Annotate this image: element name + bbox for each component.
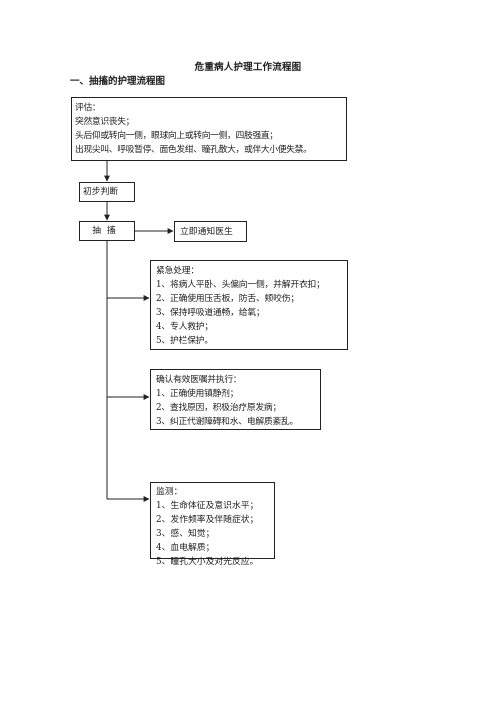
notify-doctor-label: 立即通知医生 — [180, 227, 233, 237]
monitor-line: 1、生命体征及意识水平； — [156, 501, 259, 511]
confirm-line: 1、正确使用镇静剂； — [156, 389, 239, 399]
emergency-line: 1、将病人平卧、头偏向一侧，并解开衣扣； — [156, 280, 325, 290]
monitor-line: 监测： — [156, 487, 183, 497]
monitor-line: 5、瞳孔大小及对光反应。 — [156, 557, 259, 567]
assessment-line: 评估： — [75, 103, 101, 113]
confirm-orders-box: 确认有效医嘱并执行： 1、正确使用镇静剂； 2、查找原因，积极治疗原发病； 3、… — [150, 369, 321, 430]
convulsion-box: 抽搐 — [79, 221, 135, 241]
section-heading: 一、抽搐的护理流程图 — [70, 76, 166, 87]
assessment-line: 头后仰或转向一侧，眼球向上或转向一侧，四肢强直； — [75, 131, 278, 141]
assessment-line: 出现尖叫、呼吸暂停、面色发绀、瞳孔散大，或伴大小便失禁。 — [75, 145, 312, 155]
confirm-line: 确认有效医嘱并执行： — [156, 375, 242, 385]
notify-doctor-box: 立即通知医生 — [174, 221, 247, 242]
initial-judgment-box: 初步判断 — [79, 182, 135, 202]
initial-judgment-label: 初步判断 — [83, 187, 119, 197]
monitor-line: 2、发作频率及伴随症状； — [156, 515, 259, 525]
confirm-line: 3、纠正代谢障碍和水、电解质紊乱。 — [156, 417, 299, 427]
convulsion-label: 抽搐 — [92, 226, 122, 236]
emergency-line: 5、护栏保护。 — [156, 336, 213, 346]
assessment-line: 突然意识丧失； — [75, 117, 135, 127]
page-title: 危重病人护理工作流程图 — [194, 62, 302, 73]
monitor-line: 3、感、知觉； — [156, 529, 215, 539]
monitoring-box: 监测： 1、生命体征及意识水平； 2、发作频率及伴随症状； 3、感、知觉； 4、… — [150, 482, 275, 567]
emergency-line: 紧急处理： — [156, 266, 199, 276]
emergency-treatment-box: 紧急处理： 1、将病人平卧、头偏向一侧，并解开衣扣； 2、正确使用压舌板，防舌、… — [150, 260, 348, 350]
monitor-line: 4、血电解质； — [156, 543, 215, 553]
emergency-line: 3、保持呼吸道通畅，给氧； — [156, 308, 265, 318]
emergency-line: 2、正确使用压舌板，防舌、颊咬伤； — [156, 294, 299, 304]
confirm-line: 2、查找原因，积极治疗原发病； — [156, 403, 282, 413]
assessment-box: 评估： 突然意识丧失； 头后仰或转向一侧，眼球向上或转向一侧，四肢强直； 出现尖… — [71, 97, 347, 161]
emergency-line: 4、专人救护； — [156, 322, 213, 332]
